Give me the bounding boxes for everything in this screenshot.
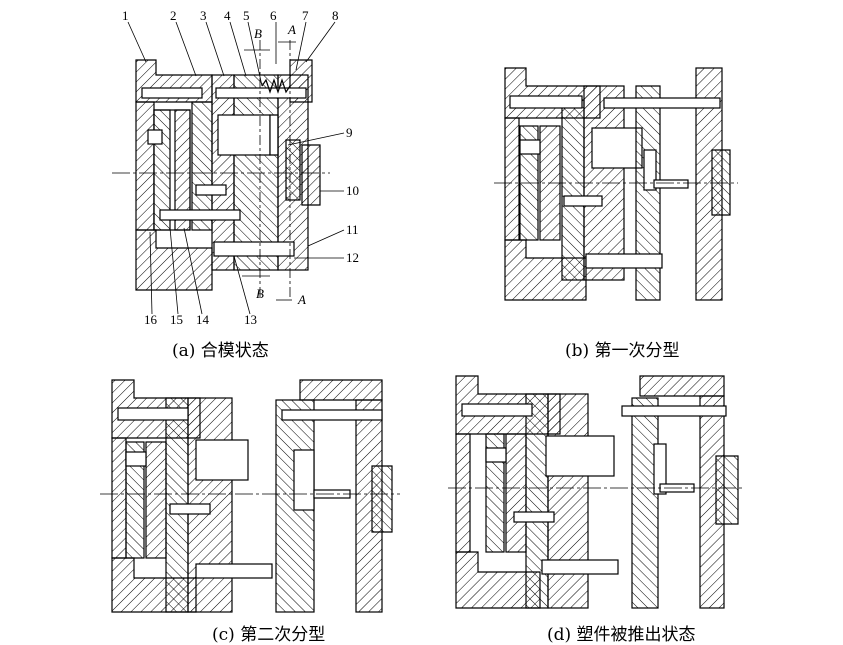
part-number-3: 3 xyxy=(200,8,207,23)
bottom-clamp-plate xyxy=(135,229,213,291)
part-number-15: 15 xyxy=(170,312,183,327)
view-c-second-parting xyxy=(100,379,400,613)
caption-d: (d) 塑件被推出状态 xyxy=(547,625,696,645)
part-number-4: 4 xyxy=(224,8,231,23)
core-plate-3 xyxy=(211,74,235,271)
cavity-plate-4 xyxy=(233,74,279,271)
view-a-closed xyxy=(112,21,345,315)
part-number-7: 7 xyxy=(302,8,309,23)
caption-c: (c) 第二次分型 xyxy=(212,625,326,645)
caption-b: (b) 第一次分型 xyxy=(565,341,680,361)
left-support xyxy=(135,101,155,231)
part-number-16: 16 xyxy=(144,312,158,327)
part-number-5: 5 xyxy=(243,8,250,23)
ejector-plate-15 xyxy=(174,109,191,231)
part-number-2: 2 xyxy=(170,8,177,23)
part-number-14: 14 xyxy=(196,312,210,327)
section-label-A-top: A xyxy=(287,22,296,37)
caption-a: (a) 合模状态 xyxy=(172,341,269,361)
section-label-B-top: B xyxy=(254,26,262,41)
part-number-12: 12 xyxy=(346,250,359,265)
part-number-9: 9 xyxy=(346,125,353,140)
sprue-bushing-10 xyxy=(301,144,321,206)
part-number-11: 11 xyxy=(346,222,359,237)
part-number-labels: 1 2 3 4 5 6 7 8 9 10 11 12 13 14 15 16 B… xyxy=(122,8,359,327)
part-number-10: 10 xyxy=(346,183,359,198)
section-label-A-bottom: A xyxy=(297,292,306,307)
part-number-13: 13 xyxy=(244,312,257,327)
view-b-first-parting xyxy=(494,67,738,301)
core-9 xyxy=(217,114,271,156)
view-d-ejected xyxy=(448,375,744,609)
part-number-1: 1 xyxy=(122,8,129,23)
part-number-6: 6 xyxy=(270,8,277,23)
part-number-8: 8 xyxy=(332,8,339,23)
section-label-B-bottom: B xyxy=(256,286,264,301)
